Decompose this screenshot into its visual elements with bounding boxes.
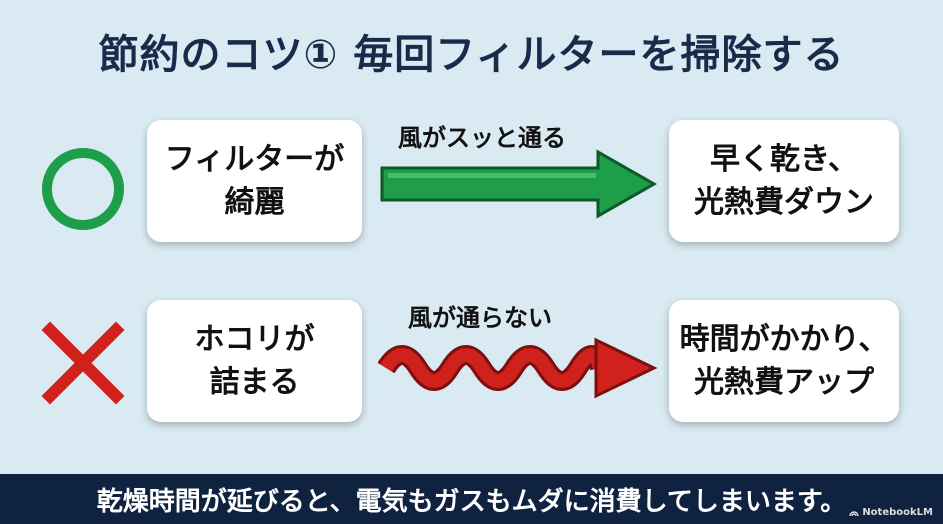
card-line: 光熱費アップ — [694, 365, 874, 400]
slide-title: 節約のコツ① 毎回フィルターを掃除する — [98, 32, 845, 78]
card-line: 時間がかかり、 — [679, 321, 889, 357]
brand-watermark: NotebookLM — [849, 507, 933, 518]
card-line: フィルターが — [164, 141, 345, 177]
card-line: ホコリが — [194, 321, 315, 357]
straight-arrow-icon — [380, 149, 658, 219]
circle-icon — [42, 148, 124, 230]
wavy-arrow-icon — [378, 337, 658, 399]
filter-clean-card: フィルターが 綺麗 — [147, 120, 362, 242]
card-line: 詰まる — [209, 365, 300, 400]
card-line: 綺麗 — [224, 185, 285, 220]
footer-caption: 乾燥時間が延びると、電気もガスもムダに消費してしまいます。 — [0, 474, 943, 524]
cross-icon — [41, 321, 125, 405]
notebook-icon — [849, 510, 860, 516]
caption-text: 乾燥時間が延びると、電気もガスもムダに消費してしまいます。 — [96, 486, 847, 517]
brand-label: NotebookLM — [862, 507, 933, 518]
card-line: 早く乾き、 — [710, 141, 858, 177]
arrow-label-bad: 風が通らない — [408, 304, 552, 332]
result-bad-card: 時間がかかり、 光熱費アップ — [669, 300, 899, 422]
card-line: 光熱費ダウン — [694, 185, 874, 220]
result-good-card: 早く乾き、 光熱費ダウン — [669, 120, 899, 242]
arrow-label-good: 風がスッと通る — [398, 124, 566, 152]
filter-clogged-card: ホコリが 詰まる — [147, 300, 362, 422]
